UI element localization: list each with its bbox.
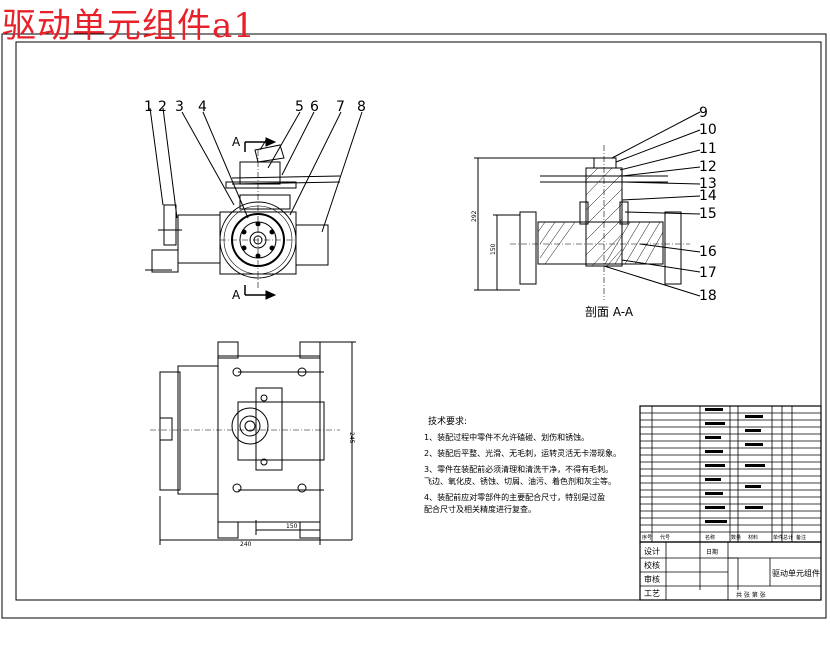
tb-label-design: 设计 [644, 546, 660, 556]
title-block [639, 541, 822, 601]
callout-10: 10 [699, 122, 717, 138]
tech-line-6: 配合尺寸及相关精度进行复查。 [424, 504, 536, 514]
callout-15: 15 [699, 206, 717, 222]
tech-line-1: 1、装配过程中零件不允许磕碰、划伤和锈蚀。 [424, 432, 589, 442]
dim-section-height: 292 [471, 210, 478, 222]
section-mark-bottom: A [232, 288, 241, 302]
callout-9: 9 [699, 105, 708, 121]
bom-header-mat: 材料 [748, 534, 758, 541]
callout-8: 8 [357, 99, 366, 115]
callout-7: 7 [336, 99, 345, 115]
inner-border [15, 41, 822, 601]
bom-header-note: 备注 [796, 534, 806, 541]
tech-line-5: 4、装配前应对零部件的主要配合尺寸，特别是过盈 [424, 492, 605, 502]
tb-label-review: 审核 [644, 574, 660, 584]
tech-line-4: 飞边、氧化皮、锈蚀、切屑、油污、着色剂和灰尘等。 [424, 476, 616, 486]
tb-label-check: 校核 [644, 560, 660, 570]
tb-label-date: 日期 [706, 548, 718, 556]
callout-6: 6 [310, 99, 319, 115]
callout-14: 14 [699, 188, 717, 204]
front-callout-numbers: 1 2 3 4 5 6 7 8 A A [144, 99, 366, 302]
callout-17: 17 [699, 265, 717, 281]
section-callout-numbers: 9 10 11 12 13 14 15 16 17 18 剖面 A-A 292 … [471, 105, 717, 319]
callout-11: 11 [699, 141, 717, 157]
callout-1: 1 [144, 99, 153, 115]
dim-side: 150 [286, 523, 298, 530]
callout-3: 3 [175, 99, 184, 115]
bom-header-code: 代号 [660, 534, 670, 541]
bom-header-total: 总计 [783, 534, 793, 541]
bom-header-no: 序号 [642, 534, 652, 541]
title-block-text: 设计 校核 审核 工艺 日期 驱动单元组件 共 张 第 张 [644, 546, 820, 599]
tech-line-3: 3、零件在装配前必须清理和清洗干净，不得有毛刺。 [424, 464, 613, 474]
callout-16: 16 [699, 244, 717, 260]
tb-sheet: 共 张 第 张 [736, 591, 766, 599]
callout-4: 4 [198, 99, 207, 115]
tb-part-name: 驱动单元组件 [772, 568, 820, 578]
section-caption: 剖面 A-A [585, 305, 634, 319]
plan-dimension-labels: 240 150 245 [240, 432, 355, 548]
callout-13: 13 [699, 176, 717, 192]
bom-table [639, 405, 822, 543]
bom-header-unit: 单件 [773, 534, 783, 541]
bom-header-name: 名称 [705, 534, 715, 541]
tech-heading: 技术要求: [428, 415, 467, 427]
front-leaders [149, 107, 363, 233]
callout-2: 2 [158, 99, 167, 115]
front-view [145, 107, 363, 300]
callout-18: 18 [699, 288, 717, 304]
dim-overall-width: 240 [240, 541, 252, 548]
callout-5: 5 [295, 99, 304, 115]
bom-cell-marks [705, 408, 765, 523]
section-view [474, 111, 701, 300]
callout-12: 12 [699, 159, 717, 175]
drawing-title: 驱动单元组件a1 [2, 6, 256, 46]
section-mark-top: A [232, 135, 241, 149]
tech-line-2: 2、装配后平整、光滑、无毛刺，运转灵活无卡滞现象。 [424, 448, 621, 458]
tech-notes: 技术要求: 1、装配过程中零件不允许磕碰、划伤和锈蚀。 2、装配后平整、光滑、无… [424, 415, 621, 514]
outer-border [1, 33, 827, 619]
plan-view [150, 341, 356, 545]
dim-section-inner: 150 [490, 243, 497, 255]
tb-label-process: 工艺 [644, 589, 660, 598]
bom-header-row: 序号 代号 名称 数量 材料 单件 总计 备注 [642, 534, 806, 541]
bom-header-qty: 数量 [731, 534, 741, 541]
dim-height: 245 [348, 432, 355, 444]
